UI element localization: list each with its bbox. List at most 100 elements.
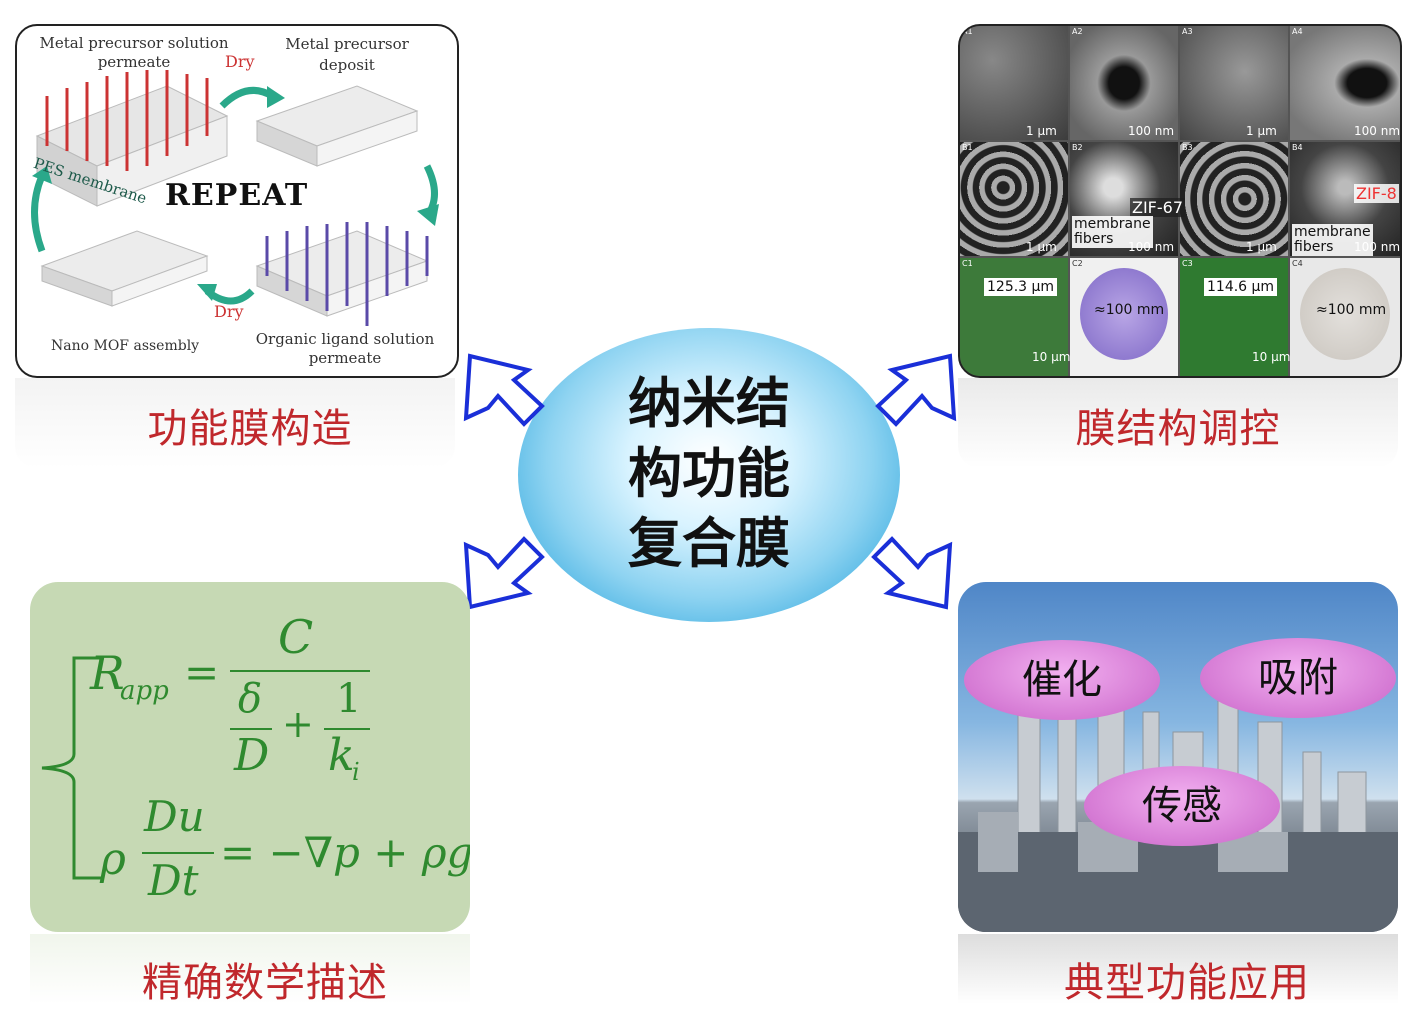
caption-math-description: 精确数学描述 (142, 960, 388, 1006)
zif67-label: ZIF-67 (1130, 198, 1186, 217)
membrane-block-bottom-right (255, 230, 429, 317)
eq1-plus: + (282, 702, 314, 746)
diameter-left: ≈100 mm (1094, 302, 1165, 318)
eq2-Dt: Dt (148, 856, 199, 905)
membrane-structure-panel: A1 A2 A3 A4 B1 B2 B3 B4 C1 C2 C3 C4 1 μm… (958, 24, 1402, 378)
cell-label-c2: C2 (1072, 259, 1083, 268)
scale-a4: 100 nm (1354, 124, 1401, 138)
purple-membrane-disc (1080, 268, 1168, 360)
sem-cell-a4 (1290, 26, 1400, 140)
label-organic-line1: Organic ligand solution (255, 330, 435, 348)
refinery-silhouette (958, 671, 1398, 932)
cell-label-c1: C1 (962, 259, 973, 268)
caption-structure-regulation: 膜结构调控 (1075, 406, 1281, 452)
sem-cell-c1 (960, 258, 1068, 376)
cell-label-b4: B4 (1292, 143, 1303, 152)
zif8-label: ZIF-8 (1354, 184, 1399, 203)
cell-label-a2: A2 (1072, 27, 1083, 36)
central-title-line3: 复合膜 (628, 511, 790, 575)
eq1-R: R (90, 646, 125, 700)
membrane-block-bottom-left (40, 230, 209, 307)
equation-brace (41, 656, 104, 880)
label-dry-top: Dry (225, 52, 255, 71)
cell-label-b1: B1 (962, 143, 973, 152)
white-membrane-disc (1300, 268, 1390, 360)
eq1-delta: δ (238, 676, 263, 722)
eq1-one: 1 (336, 676, 362, 722)
eq1-k-bar (324, 728, 370, 730)
label-metal-solution-line1: Metal precursor solution (39, 34, 229, 52)
label-metal-solution-line2: permeate (97, 53, 171, 71)
label-metal-deposit-line2: deposit (319, 56, 375, 74)
scale-b1: 1 μm (1026, 240, 1057, 254)
scale-a2: 100 nm (1128, 124, 1175, 138)
bubble-adsorption: 吸附 (1200, 638, 1396, 718)
math-description-panel: R app = C δ D + 1 k i ρ Du Dt = −∇p + ρg (30, 582, 470, 932)
eq1-D: D (234, 730, 270, 781)
arrow-to-top-left (463, 353, 545, 427)
caption-membrane-construction: 功能膜构造 (147, 406, 353, 452)
sem-cell-c4 (1290, 258, 1400, 376)
reflection-bottom-left (30, 934, 470, 1004)
eq1-sub: app (120, 676, 169, 706)
label-metal-deposit: Metal precursor deposit (272, 34, 422, 76)
scale-a3: 1 μm (1246, 124, 1277, 138)
sem-cell-b3 (1180, 142, 1288, 256)
scale-a1: 1 μm (1026, 124, 1057, 138)
reflection-top-right (958, 378, 1398, 468)
central-title-line1: 纳米结 (628, 371, 790, 435)
label-organic-line2: permeate (308, 349, 382, 367)
eq1-delta-bar (230, 728, 272, 730)
cell-label-c4: C4 (1292, 259, 1303, 268)
label-repeat: REPEAT (165, 178, 309, 213)
eq1-numerator: C (278, 610, 314, 664)
eq2-Du: Du (144, 792, 205, 841)
eq2-fraction-bar (142, 852, 214, 854)
sem-cell-c2 (1070, 258, 1178, 376)
cell-label-a1: A1 (962, 27, 973, 36)
cell-label-b2: B2 (1072, 143, 1083, 152)
sem-cell-c3 (1180, 258, 1288, 376)
eq1-k: k (328, 730, 355, 781)
arrow-to-bottom-right (871, 536, 953, 610)
scale-b3: 1 μm (1246, 240, 1277, 254)
membrane-construction-panel: Metal precursor solution permeate Dry Me… (15, 24, 459, 378)
purple-permeate-arrows (265, 222, 429, 326)
eq1-k-sub: i (352, 758, 360, 786)
sem-cell-a2 (1070, 26, 1178, 140)
central-title-line2: 构功能 (628, 441, 790, 505)
label-dry-bottom: Dry (214, 302, 244, 321)
reflection-top-left (15, 378, 455, 468)
eq2-rho: ρ (100, 834, 126, 885)
cell-label-a4: A4 (1292, 27, 1303, 36)
membrane-fibers-left-line2: fibers (1074, 231, 1114, 247)
eq1-main-fraction-bar (230, 670, 370, 672)
membrane-fibers-left: membrane fibers (1072, 216, 1153, 248)
eq2-rhs: = −∇p + ρg (220, 828, 470, 877)
membrane-fibers-right-line1: membrane (1294, 224, 1371, 240)
central-ellipse (518, 328, 900, 622)
cycle-arrow-left (31, 174, 46, 253)
diameter-right: ≈100 mm (1316, 302, 1387, 318)
red-permeate-arrows (45, 70, 209, 171)
bubble-catalysis: 催化 (964, 640, 1160, 720)
thickness-left: 125.3 μm (984, 278, 1058, 296)
arrow-to-bottom-left (463, 536, 545, 610)
label-metal-solution: Metal precursor solution permeate (29, 34, 239, 72)
sem-cell-a3 (1180, 26, 1288, 140)
caption-typical-applications: 典型功能应用 (1064, 960, 1310, 1006)
scale-c3: 10 μm (1252, 350, 1291, 364)
cell-label-a3: A3 (1182, 27, 1193, 36)
sem-cell-a1 (960, 26, 1068, 140)
central-title: 纳米结 构功能 复合膜 (518, 368, 900, 578)
membrane-block-top-right (255, 85, 419, 167)
arrow-to-top-right (875, 353, 957, 427)
label-metal-deposit-line1: Metal precursor (285, 35, 409, 53)
label-nano-mof: Nano MOF assembly (51, 338, 200, 354)
thickness-right: 114.6 μm (1204, 278, 1278, 296)
bubble-sensing: 传感 (1084, 766, 1280, 846)
cell-label-b3: B3 (1182, 143, 1193, 152)
membrane-fibers-right-line2: fibers (1294, 239, 1334, 255)
applications-panel: 催化 吸附 传感 (958, 582, 1398, 932)
scale-c1: 10 μm (1032, 350, 1071, 364)
